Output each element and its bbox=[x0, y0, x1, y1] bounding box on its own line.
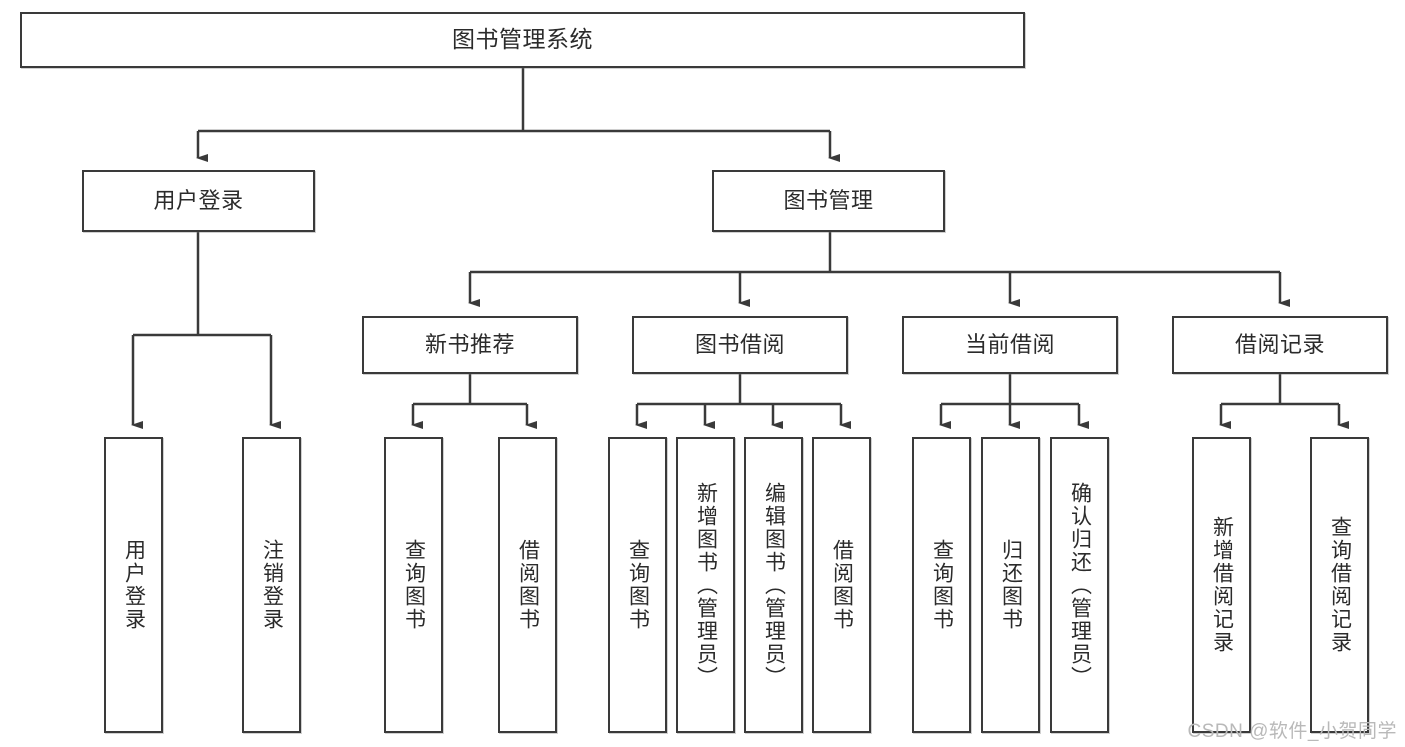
node-label: 图书管理系统 bbox=[452, 26, 593, 53]
node-label: 查询图书 bbox=[930, 539, 954, 631]
leaf-confirm-return-admin[interactable]: 确认归还（管理员） bbox=[1050, 437, 1109, 733]
node-label: 当前借阅 bbox=[964, 331, 1055, 357]
node-user-login[interactable]: 用户登录 bbox=[82, 170, 315, 232]
node-new-book-recommendation[interactable]: 新书推荐 bbox=[362, 316, 578, 374]
node-current-borrowing[interactable]: 当前借阅 bbox=[902, 316, 1118, 374]
node-label: 借阅记录 bbox=[1234, 331, 1325, 357]
node-label: 新书推荐 bbox=[424, 331, 515, 357]
leaf-user-login[interactable]: 用户登录 bbox=[104, 437, 163, 733]
leaf-return-book[interactable]: 归还图书 bbox=[981, 437, 1040, 733]
node-label: 新增借阅记录 bbox=[1210, 516, 1234, 654]
leaf-query-book-current[interactable]: 查询图书 bbox=[912, 437, 971, 733]
node-label: 编辑图书（管理员） bbox=[762, 481, 786, 689]
leaf-add-borrow-record[interactable]: 新增借阅记录 bbox=[1192, 437, 1251, 733]
node-root-book-management-system[interactable]: 图书管理系统 bbox=[20, 12, 1025, 68]
leaf-add-book-admin[interactable]: 新增图书（管理员） bbox=[676, 437, 735, 733]
node-label: 借阅图书 bbox=[516, 539, 540, 631]
node-book-borrowing[interactable]: 图书借阅 bbox=[632, 316, 848, 374]
leaf-query-book-borrow[interactable]: 查询图书 bbox=[608, 437, 667, 733]
node-label: 图书管理 bbox=[783, 187, 874, 213]
node-label: 用户登录 bbox=[153, 187, 244, 213]
leaf-query-book-new[interactable]: 查询图书 bbox=[384, 437, 443, 733]
node-book-management[interactable]: 图书管理 bbox=[712, 170, 945, 232]
csdn-watermark: CSDN @软件_小贺同学 bbox=[1187, 721, 1397, 742]
leaf-logout[interactable]: 注销登录 bbox=[242, 437, 301, 733]
node-label: 归还图书 bbox=[999, 539, 1023, 631]
leaf-query-borrow-record[interactable]: 查询借阅记录 bbox=[1310, 437, 1369, 733]
leaf-edit-book-admin[interactable]: 编辑图书（管理员） bbox=[744, 437, 803, 733]
node-label: 用户登录 bbox=[122, 539, 146, 631]
node-label: 图书借阅 bbox=[694, 331, 785, 357]
node-label: 查询借阅记录 bbox=[1328, 516, 1352, 654]
node-label: 查询图书 bbox=[626, 539, 650, 631]
node-borrow-records[interactable]: 借阅记录 bbox=[1172, 316, 1388, 374]
leaf-borrow-book[interactable]: 借阅图书 bbox=[812, 437, 871, 733]
node-label: 注销登录 bbox=[260, 539, 284, 631]
node-label: 借阅图书 bbox=[830, 539, 854, 631]
node-label: 新增图书（管理员） bbox=[694, 481, 718, 689]
node-label: 确认归还（管理员） bbox=[1068, 481, 1092, 689]
node-label: 查询图书 bbox=[402, 539, 426, 631]
leaf-borrow-book-new[interactable]: 借阅图书 bbox=[498, 437, 557, 733]
